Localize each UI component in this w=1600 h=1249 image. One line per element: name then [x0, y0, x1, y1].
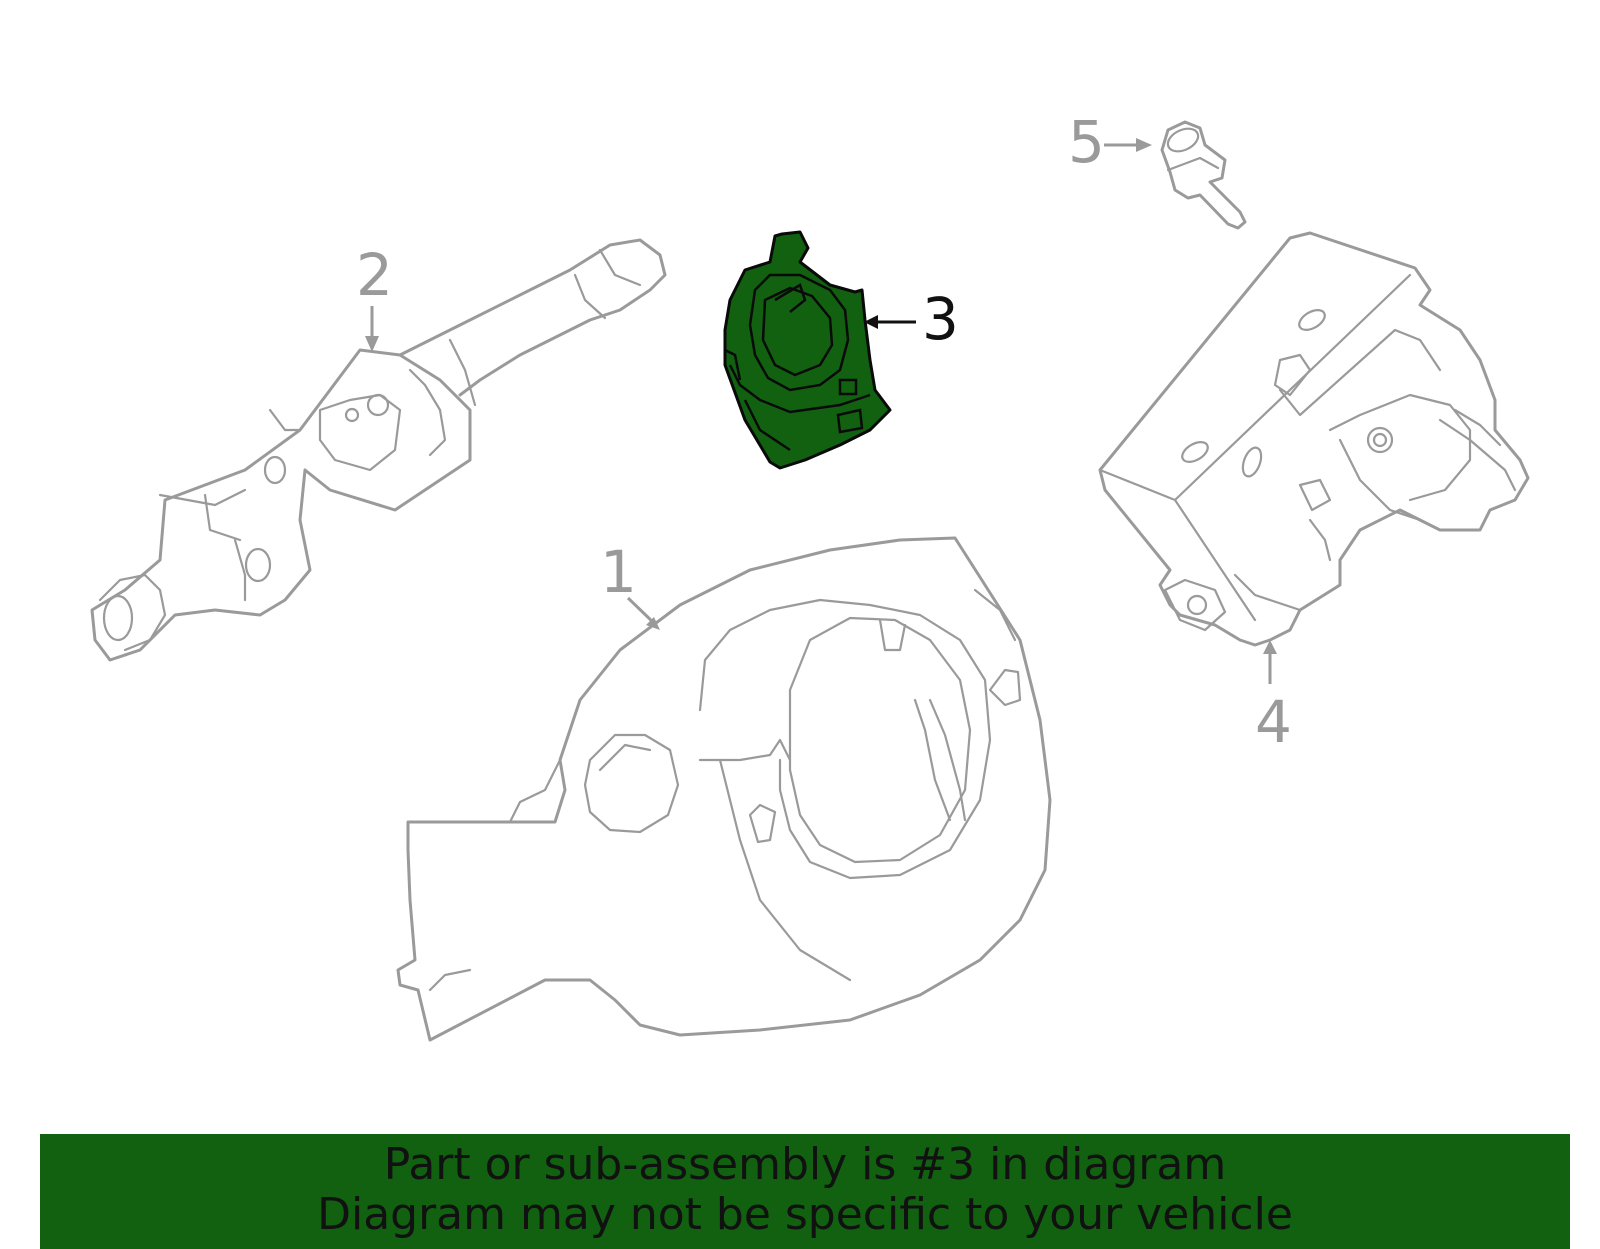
part-2-combination-switch[interactable] [90, 238, 667, 662]
banner-line-part: Part or sub-assembly is #3 in diagram [383, 1139, 1227, 1190]
part-4-lock-module[interactable] [1098, 231, 1530, 647]
callout-1: 1 [600, 538, 660, 630]
callout-3: 3 [864, 285, 959, 353]
callout-1-label: 1 [600, 538, 637, 606]
callout-4-label: 4 [1255, 688, 1292, 756]
callout-5-label: 5 [1068, 108, 1105, 176]
callout-2-label: 2 [356, 241, 393, 309]
banner-line-disclaimer: Diagram may not be specific to your vehi… [317, 1189, 1293, 1240]
part-5-bolt[interactable] [1160, 120, 1247, 230]
callout-4: 4 [1255, 640, 1292, 756]
callout-2: 2 [356, 241, 393, 352]
part-1-column-cover[interactable] [396, 536, 1052, 1042]
part-3-clock-spring[interactable] [723, 230, 892, 470]
banner-background [40, 1134, 1570, 1249]
callout-5: 5 [1068, 108, 1152, 176]
info-banner: Part or sub-assembly is #3 in diagram Di… [40, 1134, 1570, 1249]
callout-3-label: 3 [922, 285, 959, 353]
